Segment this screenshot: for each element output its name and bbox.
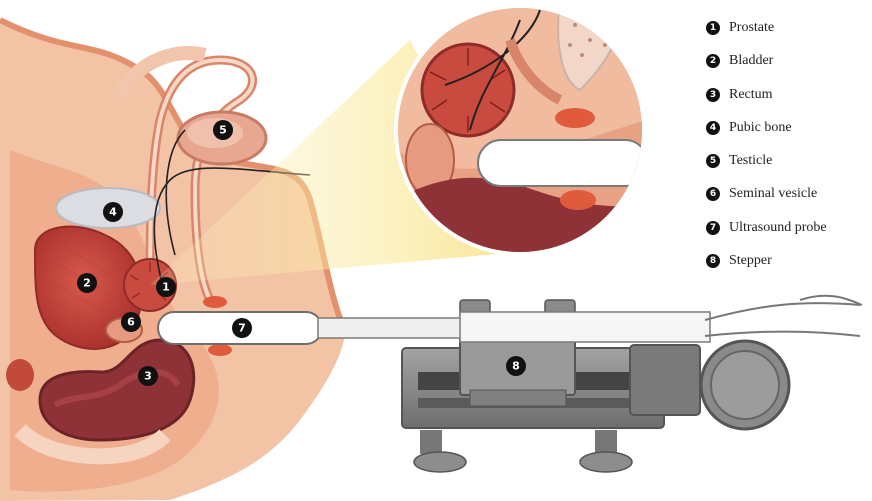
legend-label: Stepper	[729, 253, 772, 269]
legend-label: Prostate	[729, 20, 774, 36]
svg-text:3: 3	[144, 370, 152, 383]
callout-testicle: 5	[213, 120, 233, 140]
legend-item-stepper: 8 Stepper	[706, 251, 772, 271]
legend-number: 8	[706, 254, 720, 268]
svg-text:6: 6	[127, 316, 135, 329]
legend-item-bladder: 2 Bladder	[706, 51, 773, 71]
legend-number: 6	[706, 187, 720, 201]
legend-label: Pubic bone	[729, 120, 792, 136]
legend-item-ultrasound-probe: 7 Ultrasound probe	[706, 218, 827, 238]
svg-text:4: 4	[109, 206, 117, 219]
callout-ultrasound-probe: 7	[232, 318, 252, 338]
svg-text:5: 5	[219, 124, 227, 137]
legend-label: Rectum	[729, 87, 773, 103]
svg-text:1: 1	[162, 281, 170, 294]
callout-prostate: 1	[156, 277, 176, 297]
legend-number: 4	[706, 121, 720, 135]
legend-label: Testicle	[729, 153, 772, 169]
legend-item-testicle: 5 Testicle	[706, 151, 772, 171]
legend-number: 5	[706, 154, 720, 168]
legend-number: 2	[706, 54, 720, 68]
legend-label: Bladder	[729, 53, 773, 69]
svg-text:7: 7	[238, 322, 246, 335]
magnified-view	[396, 0, 648, 256]
legend-label: Ultrasound probe	[729, 220, 827, 236]
legend-item-pubic-bone: 4 Pubic bone	[706, 118, 792, 138]
legend-item-prostate: 1 Prostate	[706, 18, 774, 38]
legend-item-seminal-vesicle: 6 Seminal vesicle	[706, 184, 817, 204]
legend-number: 3	[706, 88, 720, 102]
svg-text:2: 2	[83, 277, 91, 290]
legend-item-rectum: 3 Rectum	[706, 85, 773, 105]
legend-label: Seminal vesicle	[729, 186, 817, 202]
legend-number: 7	[706, 221, 720, 235]
callout-seminal-vesicle: 6	[121, 312, 141, 332]
callout-pubic-bone: 4	[103, 202, 123, 222]
probe-zoomed	[478, 140, 648, 186]
callout-stepper: 8	[506, 356, 526, 376]
legend-number: 1	[706, 21, 720, 35]
callout-bladder: 2	[77, 273, 97, 293]
callout-rectum: 3	[138, 366, 158, 386]
svg-text:8: 8	[512, 360, 520, 373]
